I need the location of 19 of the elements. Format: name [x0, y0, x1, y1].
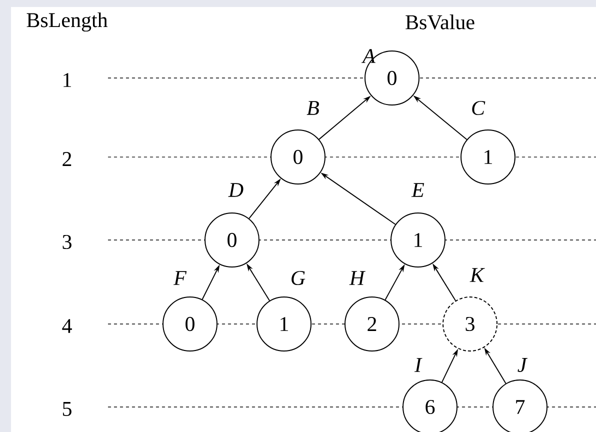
node-letter: C [472, 100, 486, 116]
level-number: 1 [64, 73, 71, 87]
level-number: 5 [62, 402, 72, 416]
level-number: 2 [62, 152, 72, 166]
node-letter: H [349, 271, 366, 285]
node-letter: J [518, 358, 528, 372]
node-letter: D [228, 183, 244, 197]
node-label: 6 [426, 400, 435, 414]
node-letter: F [173, 271, 187, 285]
level-number: 3 [62, 234, 72, 250]
node-label: 7 [516, 400, 525, 414]
column-header: BsValue [406, 14, 474, 30]
node-letter: B [306, 101, 319, 115]
node-letter: E [411, 183, 424, 197]
node-letter: K [470, 268, 485, 282]
node-letter: G [292, 270, 306, 286]
node-letter: I [414, 358, 422, 372]
column-header: BsLength [26, 12, 108, 32]
level-number: 4 [62, 319, 72, 333]
